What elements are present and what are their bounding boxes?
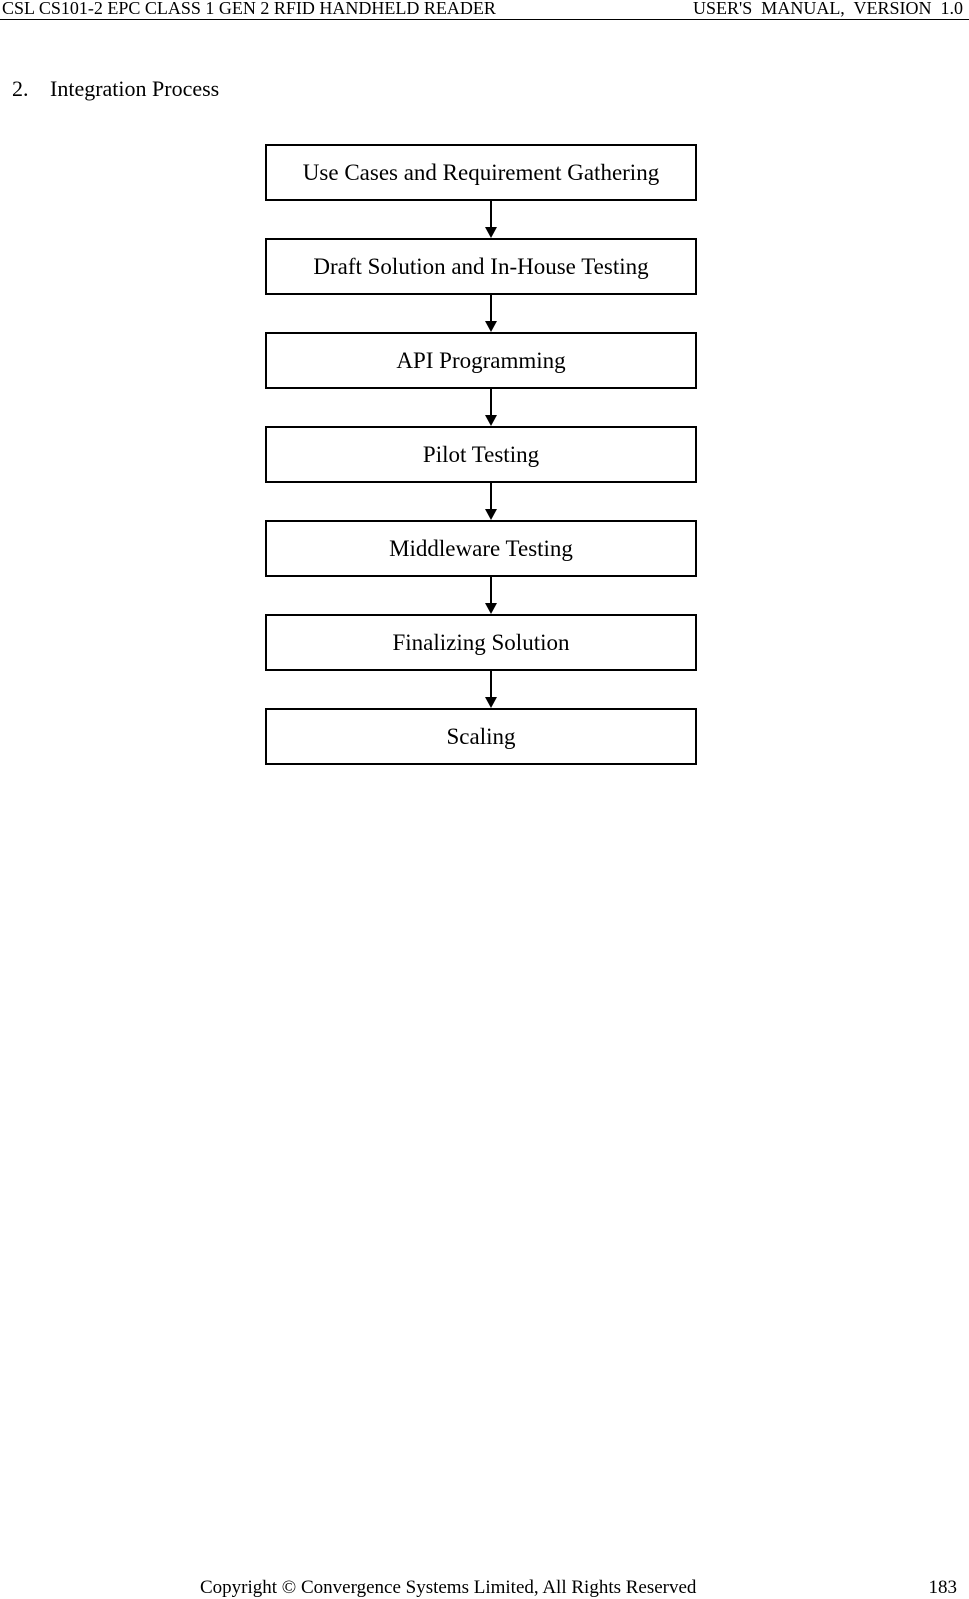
flow-arrow-down-icon <box>265 671 697 708</box>
integration-process-flowchart: Use Cases and Requirement Gathering Draf… <box>265 144 697 765</box>
flow-step-api-programming: API Programming <box>265 332 697 389</box>
page-number: 183 <box>928 1577 958 1598</box>
flow-step-requirement-gathering: Use Cases and Requirement Gathering <box>265 144 697 201</box>
flow-step-finalizing-solution: Finalizing Solution <box>265 614 697 671</box>
flow-step-scaling: Scaling <box>265 708 697 765</box>
flow-arrow-down-icon <box>265 577 697 614</box>
flow-step-middleware-testing: Middleware Testing <box>265 520 697 577</box>
page-header: CSL CS101-2 EPC CLASS 1 GEN 2 RFID HANDH… <box>0 0 969 20</box>
flow-step-draft-solution: Draft Solution and In-House Testing <box>265 238 697 295</box>
flow-arrow-down-icon <box>265 389 697 426</box>
footer-copyright: Copyright © Convergence Systems Limited,… <box>200 1577 697 1598</box>
flow-step-pilot-testing: Pilot Testing <box>265 426 697 483</box>
flow-arrow-down-icon <box>265 483 697 520</box>
section-heading: 2. Integration Process <box>12 76 219 102</box>
header-document-title: CSL CS101-2 EPC CLASS 1 GEN 2 RFID HANDH… <box>2 0 496 18</box>
section-title: Integration Process <box>50 76 220 101</box>
flow-arrow-down-icon <box>265 295 697 332</box>
flow-arrow-down-icon <box>265 201 697 238</box>
section-number: 2. <box>12 76 29 101</box>
header-manual-version: USER'S MANUAL, VERSION 1.0 <box>693 0 963 18</box>
